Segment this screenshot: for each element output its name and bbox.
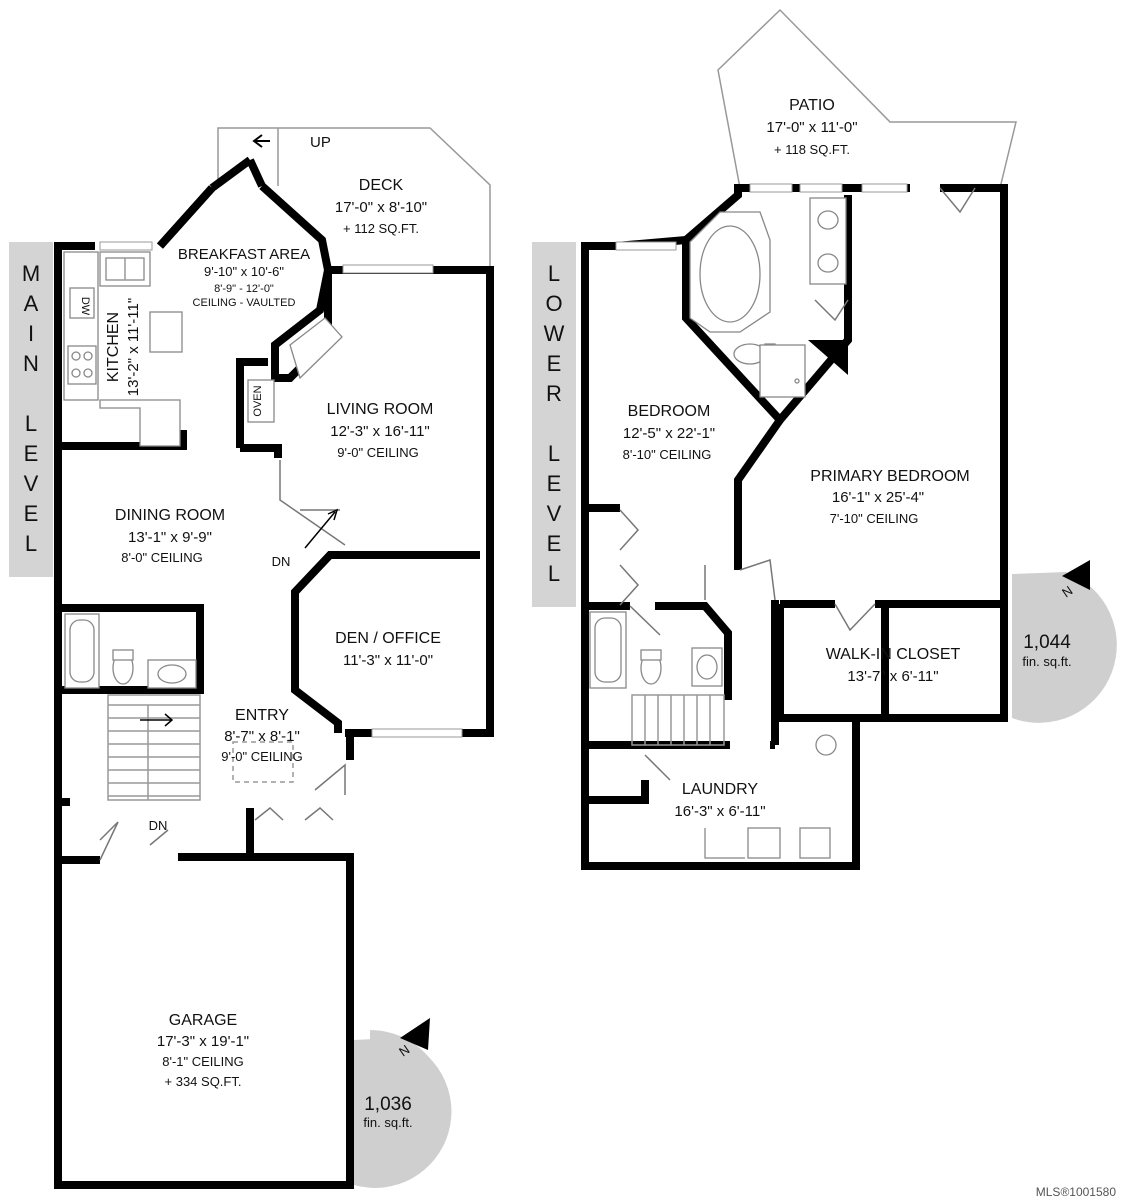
kitchen-name: KITCHEN xyxy=(105,312,122,382)
living-name: LIVING ROOM xyxy=(327,401,434,418)
main-banner-letter: M xyxy=(22,261,40,286)
shower-icon xyxy=(759,344,806,398)
up-arrow-icon xyxy=(252,134,270,148)
lower-stairs xyxy=(631,694,725,746)
dryer-icon xyxy=(799,827,831,859)
lower-banner-letter: R xyxy=(546,381,562,406)
lower-banner-letter: L xyxy=(548,261,560,286)
breakfast-ceiling2: CEILING - VAULTED xyxy=(193,297,296,309)
patio-dims: 17'-0" x 11'-0" xyxy=(766,119,857,136)
lower-banner-letter: L xyxy=(548,441,560,466)
breakfast-dims: 9'-10" x 10'-6" xyxy=(204,264,284,279)
dn-label-2: DN xyxy=(149,818,168,833)
main-north-arrow-icon xyxy=(400,1018,430,1050)
dining-ceiling: 8'-0" CEILING xyxy=(121,550,203,565)
main-banner-letter: N xyxy=(23,351,39,376)
lower-banner-letter: V xyxy=(547,501,562,526)
shower-corner xyxy=(808,340,848,375)
primary-name: PRIMARY BEDROOM xyxy=(810,468,969,485)
lower-north-arrow-icon xyxy=(1062,560,1090,590)
entry-ceiling: 9'-0" CEILING xyxy=(221,749,303,764)
breakfast-ceiling1: 8'-9" - 12'-0" xyxy=(214,283,274,295)
lower-banner-letter: L xyxy=(548,561,560,586)
garage-name: GARAGE xyxy=(169,1012,237,1029)
walkin-dims: 13'-7" x 6'-11" xyxy=(847,668,938,685)
main-banner-letter: E xyxy=(24,501,39,526)
lower-banner-letter: E xyxy=(547,531,562,556)
dn-arrow-icon xyxy=(304,508,339,549)
garage-ceiling: 8'-1" CEILING xyxy=(162,1054,244,1069)
up-label: UP xyxy=(310,134,331,151)
lower-banner-letter: E xyxy=(547,351,562,376)
walkin-name: WALK-IN CLOSET xyxy=(826,646,961,663)
entry-name: ENTRY xyxy=(235,707,289,724)
lower-banner-letter: E xyxy=(547,471,562,496)
oven-icon xyxy=(247,379,275,423)
dishwasher-label: DW xyxy=(79,297,91,316)
dining-name: DINING ROOM xyxy=(115,507,225,524)
main-banner-letter: A xyxy=(24,291,39,316)
room-labels: UP DECK 17'-0" x 8'-10" + 112 SQ.FT. BRE… xyxy=(105,97,970,1089)
entry-dims: 8'-7" x 8'-1" xyxy=(224,728,300,745)
dishwasher-icon xyxy=(69,287,95,319)
main-banner-letter: L xyxy=(25,411,37,436)
living-ceiling: 9'-0" CEILING xyxy=(337,445,419,460)
den-dims: 11'-3" x 11'-0" xyxy=(343,652,433,669)
bedroom-ceiling: 8'-10" CEILING xyxy=(623,447,712,462)
bedroom-name: BEDROOM xyxy=(628,403,711,420)
primary-dims: 16'-1" x 25'-4" xyxy=(832,489,924,506)
lower-level-banner xyxy=(532,242,576,607)
breakfast-name: BREAKFAST AREA xyxy=(178,246,310,263)
main-banner-letter: L xyxy=(25,531,37,556)
garage-dims: 17'-3" x 19'-1" xyxy=(157,1033,249,1050)
main-banner-letter: E xyxy=(24,441,39,466)
lower-area-value: 1,044 xyxy=(1023,632,1071,653)
patio-outline xyxy=(717,8,1017,189)
dining-dims: 13'-1" x 9'-9" xyxy=(128,529,212,546)
lower-banner-letter: W xyxy=(544,321,565,346)
kitchen-island xyxy=(149,311,183,353)
main-banner-letter: V xyxy=(24,471,39,496)
oven-label: OVEN xyxy=(252,385,264,416)
washer-icon xyxy=(747,827,781,859)
lower-area-unit: fin. sq.ft. xyxy=(1022,654,1071,669)
main-stairs xyxy=(107,694,201,801)
main-area-value: 1,036 xyxy=(364,1094,412,1115)
bedroom-dims: 12'-5" x 22'-1" xyxy=(623,425,715,442)
deck-extra: + 112 SQ.FT. xyxy=(343,221,419,236)
patio-extra: + 118 SQ.FT. xyxy=(774,142,850,157)
lower-banner-letter: O xyxy=(545,291,562,316)
stove-icon xyxy=(67,345,97,385)
main-area-unit: fin. sq.ft. xyxy=(363,1115,412,1130)
garage-extra: + 334 SQ.FT. xyxy=(165,1074,242,1089)
laundry-name: LAUNDRY xyxy=(682,781,759,798)
den-name: DEN / OFFICE xyxy=(335,630,441,647)
fireplace-icon xyxy=(289,317,343,380)
primary-ceiling: 7'-10" CEILING xyxy=(830,511,919,526)
lower-exterior-wall xyxy=(581,184,1008,870)
main-banner-letter: I xyxy=(28,321,34,346)
main-compass-disc-full xyxy=(354,1038,452,1188)
patio-name: PATIO xyxy=(789,97,835,114)
deck-name: DECK xyxy=(359,177,404,194)
laundry-dims: 16'-3" x 6'-11" xyxy=(674,803,765,820)
kitchen-dims: 13'-2" x 11'-11" xyxy=(125,298,142,396)
dn-label-1: DN xyxy=(272,554,291,569)
laundry-sink-icon xyxy=(815,734,837,756)
lower-compass-disc xyxy=(1012,572,1117,723)
deck-dims: 17'-0" x 8'-10" xyxy=(335,199,427,216)
main-level-banner xyxy=(9,242,53,577)
mls-number: MLS®1001580 xyxy=(1036,1185,1117,1199)
living-dims: 12'-3" x 16'-11" xyxy=(330,423,430,440)
